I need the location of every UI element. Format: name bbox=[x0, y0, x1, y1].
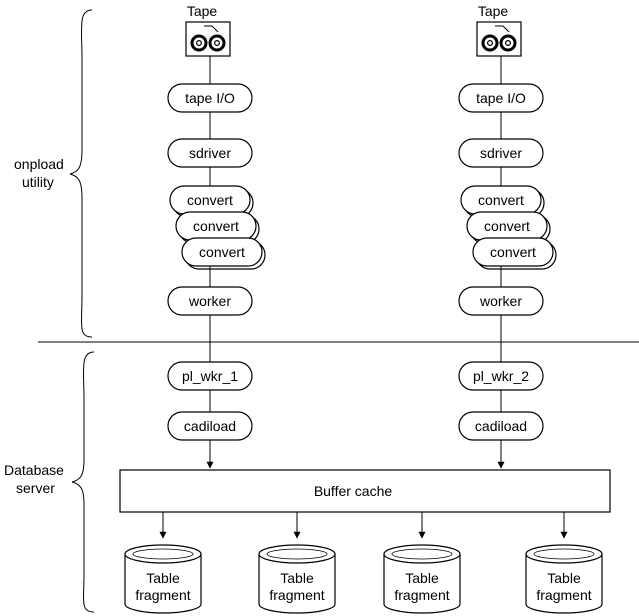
onpload-utility-label-line1: onpload bbox=[14, 156, 64, 172]
sdriver-node: sdriver bbox=[458, 138, 544, 168]
tape-io-node: tape I/O bbox=[458, 83, 544, 113]
convert-node-3: convert bbox=[472, 237, 557, 270]
convert-node-3-shape bbox=[472, 237, 554, 267]
buffer-cache-label: Buffer cache bbox=[314, 483, 393, 499]
fragment-label-line1: Table bbox=[146, 570, 180, 586]
convert-node-2-label: convert bbox=[484, 218, 530, 234]
database-server-brace bbox=[71, 351, 95, 613]
cadiload-node-shape bbox=[167, 411, 253, 441]
pl-wkr-node-label: pl_wkr_2 bbox=[473, 368, 529, 384]
pl-wkr-node: pl_wkr_1 bbox=[167, 361, 253, 391]
pl-wkr-node-label: pl_wkr_1 bbox=[182, 368, 238, 384]
convert-node-3: convert bbox=[181, 237, 266, 270]
fragment-label-line2: fragment bbox=[269, 587, 324, 603]
cylinder-disk-icon bbox=[124, 544, 202, 614]
database-server-label-line1: Database bbox=[4, 462, 64, 478]
sdriver-node-shape bbox=[458, 138, 544, 168]
cadiload-node-label: cadiload bbox=[475, 418, 527, 434]
cylinder-disk-icon-inner-ring bbox=[533, 548, 595, 560]
tape-reel-icon bbox=[185, 21, 231, 57]
pipeline-2: Tape tape I/O sdriver convert convert convert… bbox=[458, 3, 557, 469]
database-server-label-line2: server bbox=[16, 480, 55, 496]
fragment-label-line2: fragment bbox=[135, 587, 190, 603]
fragment-label-line1: Table bbox=[405, 570, 439, 586]
pipelines: Tape tape I/O sdriver convert convert convert… bbox=[167, 3, 557, 469]
tape-reel-icon-tab bbox=[495, 25, 510, 33]
worker-node: worker bbox=[458, 286, 544, 316]
convert-node-2: convert bbox=[466, 211, 551, 244]
convert-node-1-label: convert bbox=[478, 192, 524, 208]
tape-io-node-shape bbox=[167, 83, 253, 113]
tape-label: Tape bbox=[478, 3, 509, 19]
tape-reel-icon-hub-2 bbox=[214, 39, 221, 46]
cadiload-node-label: cadiload bbox=[184, 418, 236, 434]
convert-node-3-shape bbox=[181, 237, 263, 267]
convert-node-3-label: convert bbox=[490, 244, 536, 260]
sdriver-node: sdriver bbox=[167, 138, 253, 168]
pl-wkr-node-shape bbox=[167, 361, 253, 391]
cylinder-disk-icon-inner-ring bbox=[132, 548, 194, 560]
convert-node-1: convert bbox=[169, 185, 254, 218]
tape-reel-icon-hub-1 bbox=[487, 39, 494, 46]
tape-label: Tape bbox=[187, 3, 218, 19]
tape-io-node-shape bbox=[458, 83, 544, 113]
tape-io-node-label: tape I/O bbox=[185, 90, 235, 106]
cylinder-disk-icon-top bbox=[383, 544, 461, 564]
pl-wkr-node-shape bbox=[458, 361, 544, 391]
fragment-label-line1: Table bbox=[280, 570, 314, 586]
cylinder-disk-icon-body bbox=[525, 554, 603, 614]
worker-node-shape bbox=[167, 286, 253, 316]
cylinder-disk-icon-top bbox=[525, 544, 603, 564]
tape-reel-icon-hub-1 bbox=[196, 39, 203, 46]
buffer-cache-box bbox=[119, 469, 611, 513]
convert-node-1-label: convert bbox=[187, 192, 233, 208]
pl-wkr-node: pl_wkr_2 bbox=[458, 361, 544, 391]
cadiload-node: cadiload bbox=[458, 411, 544, 441]
cylinder-disk-icon bbox=[258, 544, 336, 614]
cylinder-disk-icon-top bbox=[258, 544, 336, 564]
cylinder-disk-icon-top bbox=[124, 544, 202, 564]
worker-node-label: worker bbox=[479, 293, 522, 309]
cylinder-disk-icon-body bbox=[124, 554, 202, 614]
tape-io-node-label: tape I/O bbox=[476, 90, 526, 106]
cadiload-node-shape bbox=[458, 411, 544, 441]
cylinder-disk-icon-body bbox=[258, 554, 336, 614]
sdriver-node-label: sdriver bbox=[189, 145, 231, 161]
onpload-utility-label-line2: utility bbox=[22, 174, 54, 190]
cylinder-disk-icon bbox=[525, 544, 603, 614]
pipeline-1: Tape tape I/O sdriver convert convert convert… bbox=[167, 3, 266, 469]
cylinder-disk-icon-body bbox=[383, 554, 461, 614]
fragment-label-line1: Table bbox=[547, 570, 581, 586]
convert-node-2-label: convert bbox=[193, 218, 239, 234]
convert-node-3-label: convert bbox=[199, 244, 245, 260]
worker-node: worker bbox=[167, 286, 253, 316]
fragment-label-line2: fragment bbox=[536, 587, 591, 603]
cylinder-disk-icon bbox=[383, 544, 461, 614]
sdriver-node-label: sdriver bbox=[480, 145, 522, 161]
tape-reel-icon-hub-2 bbox=[505, 39, 512, 46]
table-fragments: TablefragmentTablefragmentTablefragmentT… bbox=[124, 512, 603, 614]
cylinder-disk-icon-inner-ring bbox=[391, 548, 453, 560]
tape-io-node: tape I/O bbox=[167, 83, 253, 113]
onpload-brace bbox=[69, 9, 93, 338]
cadiload-node: cadiload bbox=[167, 411, 253, 441]
tape-reel-icon-tab bbox=[204, 25, 219, 33]
cylinder-disk-icon-inner-ring bbox=[266, 548, 328, 560]
convert-node-1: convert bbox=[460, 185, 545, 218]
sdriver-node-shape bbox=[167, 138, 253, 168]
tape-reel-icon bbox=[476, 21, 522, 57]
worker-node-label: worker bbox=[188, 293, 231, 309]
worker-node-shape bbox=[458, 286, 544, 316]
fragment-label-line2: fragment bbox=[394, 587, 449, 603]
